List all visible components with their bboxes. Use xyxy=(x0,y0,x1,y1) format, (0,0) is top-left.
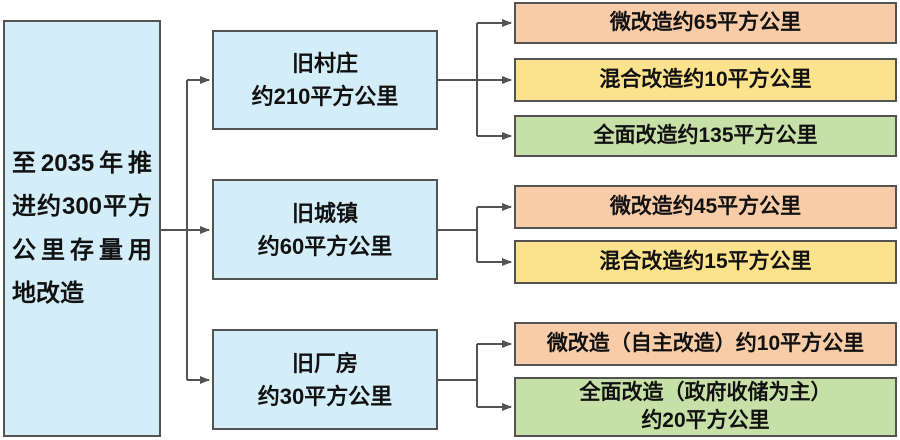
branch-area: 约60平方公里 xyxy=(257,233,393,259)
branch-area: 约210平方公里 xyxy=(251,84,399,109)
outcome-factories-micro: 微改造（自主改造）约10平方公里 xyxy=(514,322,897,366)
outcome-factories-full: 全面改造（政府收储为主） 约20平方公里 xyxy=(514,377,897,437)
branch-old-towns: 旧城镇 约60平方公里 xyxy=(212,179,438,280)
branch-old-factories: 旧厂房 约30平方公里 xyxy=(212,329,438,430)
outcome-villages-micro: 微改造约65平方公里 xyxy=(514,2,897,44)
outcome-towns-mixed: 混合改造约15平方公里 xyxy=(514,240,897,284)
branch-old-villages: 旧村庄 约210平方公里 xyxy=(212,30,438,130)
branch-area: 约30平方公里 xyxy=(257,383,393,409)
outcome-villages-full: 全面改造约135平方公里 xyxy=(514,115,897,157)
root-goal-box: 至2035年推进约300平方公里存量用地改造 xyxy=(3,20,161,437)
outcome-towns-micro: 微改造约45平方公里 xyxy=(514,185,897,229)
branch-name: 旧厂房 xyxy=(291,350,358,376)
root-goal-text: 至2035年推进约300平方公里存量用地改造 xyxy=(12,150,152,307)
branch-name: 旧城镇 xyxy=(291,200,358,226)
outcome-villages-mixed: 混合改造约10平方公里 xyxy=(514,58,897,102)
branch-name: 旧村庄 xyxy=(291,51,358,76)
